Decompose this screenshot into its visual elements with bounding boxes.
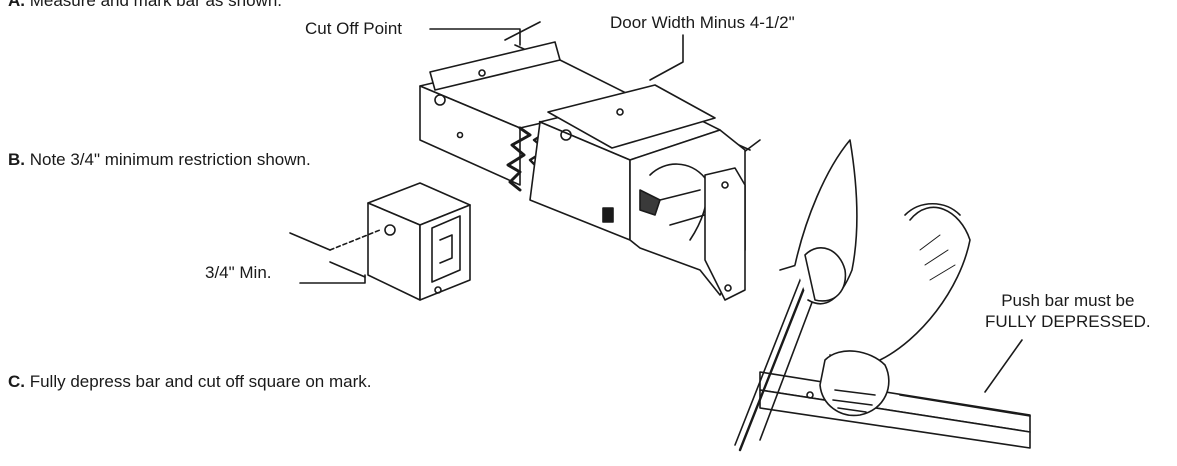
right-fingers (832, 389, 876, 413)
channel-section (329, 182, 471, 301)
bar-hole-5 (456, 131, 464, 139)
step-a-text: A. Measure and mark bar as shown. (8, 0, 282, 11)
min-leader (299, 274, 366, 284)
push-bar-label: Push bar must be FULLY DEPRESSED. (985, 290, 1151, 332)
min-restriction-label: 3/4" Min. (205, 263, 272, 282)
door-width-label: Door Width Minus 4-1/2" (610, 13, 795, 32)
bar-break-edge (506, 126, 532, 192)
min-dimension-b (329, 261, 366, 278)
bar-end-plate (704, 167, 746, 301)
left-hand (804, 246, 847, 302)
push-bar-edge (899, 394, 1031, 417)
step-b-body: Note 3/4" minimum restriction shown. (25, 150, 311, 169)
cut-off-point-label: Cut Off Point (305, 19, 403, 38)
bar-left-cover (429, 41, 561, 91)
exit-device-bar (419, 41, 746, 301)
channel-dashed (329, 229, 381, 251)
hacksaw-blade (738, 266, 814, 452)
bar-mechanism-shade (639, 189, 661, 216)
channel-inner (431, 215, 461, 283)
step-b-text: B. Note 3/4" minimum restriction shown. (8, 150, 311, 170)
step-b-letter: B. (8, 150, 25, 169)
step-c-letter: C. (8, 372, 25, 391)
channel-lip (439, 234, 453, 264)
bar-left-front (419, 85, 521, 186)
bar-hole-2 (478, 69, 486, 77)
right-hand (819, 350, 890, 417)
bar-hole-3 (560, 129, 572, 141)
channel-screw (434, 286, 442, 294)
bar-end-hole-1 (721, 181, 729, 189)
min-dimension-a (289, 232, 331, 251)
bar-right-cover (547, 84, 716, 149)
step-a-letter: A. (8, 0, 25, 10)
hacksaw-scene (734, 139, 1031, 452)
bar-hole-4 (616, 108, 624, 116)
sleeve-cuff (904, 203, 961, 216)
step-c-text: C. Fully depress bar and cut off square … (8, 372, 371, 392)
step-c-body: Fully depress bar and cut off square on … (25, 372, 372, 391)
cut-off-leader (429, 28, 521, 46)
push-bar-label-line2: FULLY DEPRESSED. (985, 312, 1151, 331)
arm-shading (919, 234, 956, 281)
bar-hole-1 (434, 94, 446, 106)
dimension-tick-left (504, 21, 541, 41)
bar-end-hole-2 (724, 284, 732, 292)
bar-slot (602, 207, 614, 223)
push-bar-leader (984, 339, 1023, 393)
door-width-leader (649, 34, 684, 81)
channel-hole (384, 224, 396, 236)
step-a-body: Measure and mark bar as shown. (25, 0, 283, 10)
push-bar-label-line1: Push bar must be (1001, 291, 1135, 310)
push-bar-hole (806, 391, 814, 399)
